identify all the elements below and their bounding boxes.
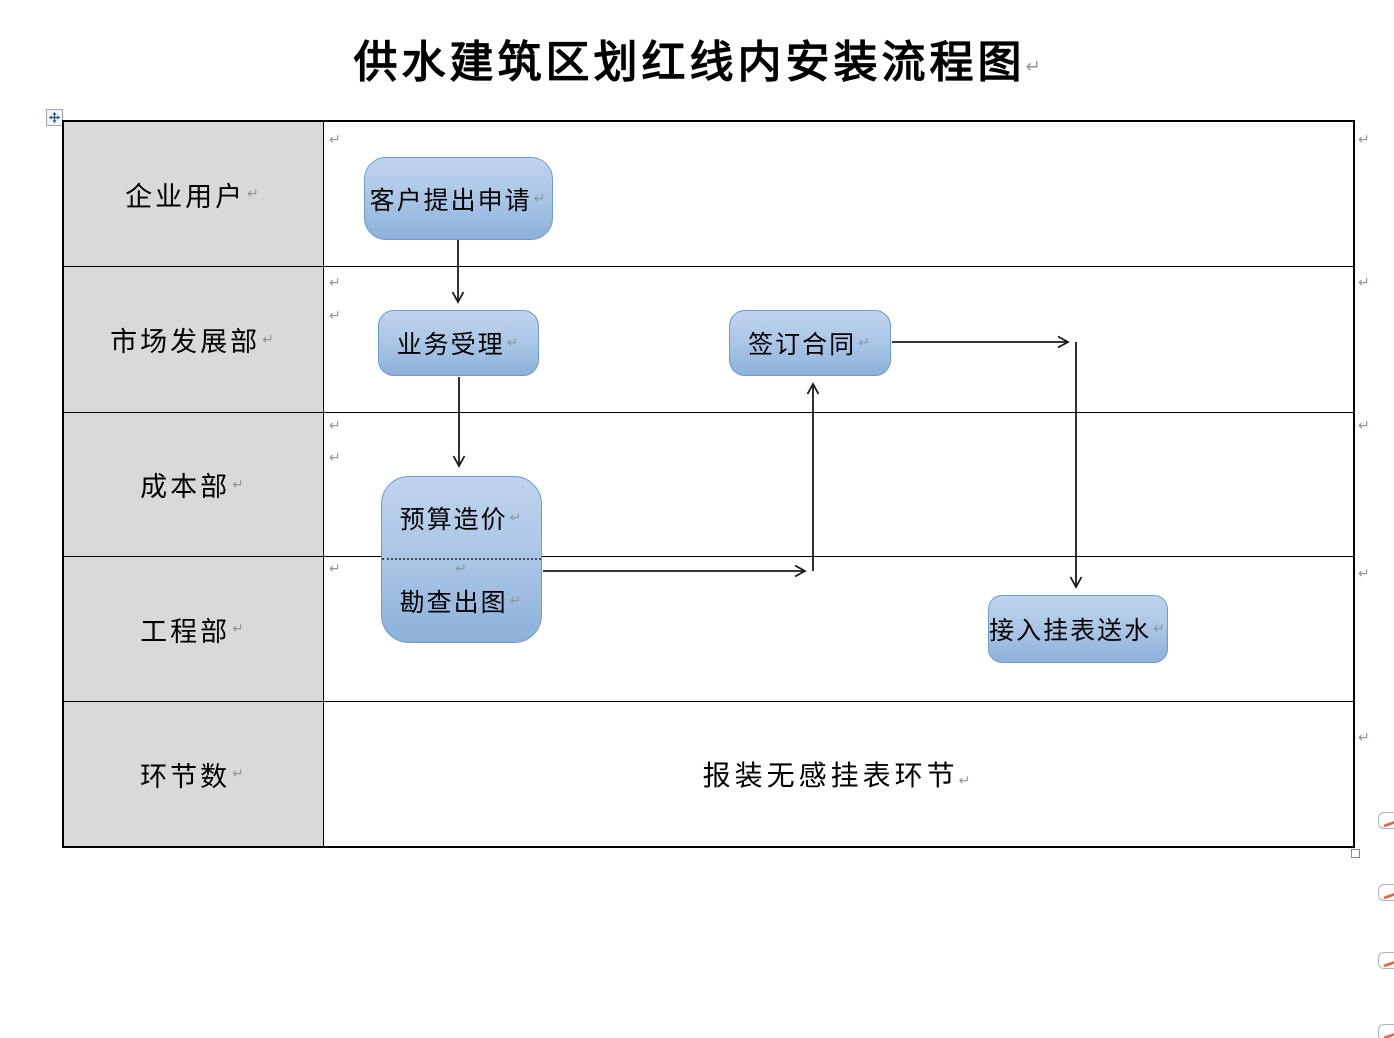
lane-link-count[interactable]: 环节数↵ — [64, 702, 324, 846]
paragraph-mark-icon: ↵ — [1153, 621, 1167, 637]
lane-label: 环节数 — [140, 761, 231, 792]
footer-summary: 报装无感挂表环节↵ — [703, 754, 975, 794]
table-row: 工程部↵ — [64, 557, 1353, 702]
table-row: 成本部↵ — [64, 413, 1353, 557]
comment-balloon-icon[interactable] — [1378, 1024, 1394, 1038]
node-label: 签订合同 — [748, 332, 857, 359]
node-label: 业务受理 — [396, 332, 505, 359]
paragraph-mark-icon: ↵ — [1358, 418, 1370, 434]
comment-balloon-icon[interactable] — [1378, 884, 1394, 901]
lane-label: 成本部 — [140, 472, 231, 502]
page-title: 供水建筑区划红线内安装流程图↵ — [0, 26, 1394, 90]
paragraph-mark-icon: ↵ — [1025, 56, 1041, 78]
paragraph-mark-icon: ↵ — [232, 621, 247, 637]
paragraph-mark-icon: ↵ — [1358, 275, 1370, 291]
lane-label: 市场发展部 — [110, 327, 261, 357]
comment-balloon-icon[interactable] — [1378, 952, 1394, 969]
paragraph-mark-icon: ↵ — [232, 476, 247, 493]
paragraph-mark-icon: ↵ — [509, 592, 524, 609]
table-row: 市场发展部↵ — [64, 267, 1353, 413]
lane-label: 企业用户 — [125, 181, 246, 212]
table-resize-handle[interactable] — [1351, 849, 1360, 858]
lane-cost-department[interactable]: 成本部↵ — [64, 413, 324, 556]
table-move-handle[interactable] — [46, 109, 63, 126]
lane-market-development[interactable]: 市场发展部↵ — [64, 267, 324, 412]
paragraph-mark-icon: ↵ — [262, 331, 277, 348]
node-sign-contract[interactable]: 签订合同↵ — [729, 310, 891, 376]
paragraph-mark-icon: ↵ — [247, 186, 262, 202]
node-budget-half: 预算造价↵ — [382, 477, 541, 560]
paragraph-mark-icon: ↵ — [533, 190, 548, 207]
table-row: 企业用户↵ — [64, 122, 1353, 267]
paragraph-mark-icon: ↵ — [455, 561, 469, 577]
comment-balloon-icon[interactable] — [1378, 812, 1394, 829]
paragraph-mark-icon: ↵ — [329, 450, 341, 466]
node-customer-application[interactable]: 客户提出申请↵ — [364, 157, 553, 240]
node-label: 客户提出申请 — [369, 187, 532, 215]
lane-engineering-department[interactable]: 工程部↵ — [64, 557, 324, 701]
node-label: 接入挂表送水 — [989, 618, 1152, 645]
paragraph-mark-icon: ↵ — [1358, 132, 1370, 148]
node-business-acceptance[interactable]: 业务受理↵ — [378, 310, 539, 376]
node-meter-water-supply[interactable]: 接入挂表送水↵ — [988, 595, 1168, 663]
node-budget-and-survey[interactable]: 预算造价↵ 勘查出图↵ ↵ — [381, 476, 542, 643]
page-title-text: 供水建筑区划红线内安装流程图 — [353, 38, 1026, 87]
node-label: 勘查出图 — [399, 589, 508, 617]
paragraph-mark-icon: ↵ — [329, 308, 341, 324]
paragraph-mark-icon: ↵ — [1358, 730, 1370, 746]
paragraph-mark-icon: ↵ — [858, 335, 872, 351]
row-border-dotted-divider — [382, 558, 541, 560]
paragraph-mark-icon: ↵ — [958, 773, 975, 789]
paragraph-mark-icon: ↵ — [506, 335, 521, 351]
move-arrows-icon — [49, 112, 60, 123]
paragraph-mark-icon: ↵ — [509, 510, 524, 527]
paragraph-mark-icon: ↵ — [1358, 566, 1370, 582]
lane-label: 工程部 — [140, 616, 231, 647]
paragraph-mark-icon: ↵ — [329, 275, 341, 291]
lane-enterprise-user[interactable]: 企业用户↵ — [64, 122, 324, 266]
paragraph-mark-icon: ↵ — [329, 132, 341, 148]
node-survey-half: 勘查出图↵ — [382, 560, 541, 643]
flow-cell-link-count[interactable]: 报装无感挂表环节↵ — [324, 702, 1353, 846]
paragraph-mark-icon: ↵ — [232, 766, 247, 782]
swimlane-table: 企业用户↵ 市场发展部↵ 成本部↵ 工程部↵ 环节数↵ — [62, 120, 1355, 848]
table-row: 环节数↵ 报装无感挂表环节↵ — [64, 702, 1353, 846]
node-label: 预算造价 — [399, 507, 508, 535]
paragraph-mark-icon: ↵ — [329, 561, 341, 577]
footer-summary-text: 报装无感挂表环节 — [702, 761, 959, 792]
paragraph-mark-icon: ↵ — [329, 418, 341, 434]
